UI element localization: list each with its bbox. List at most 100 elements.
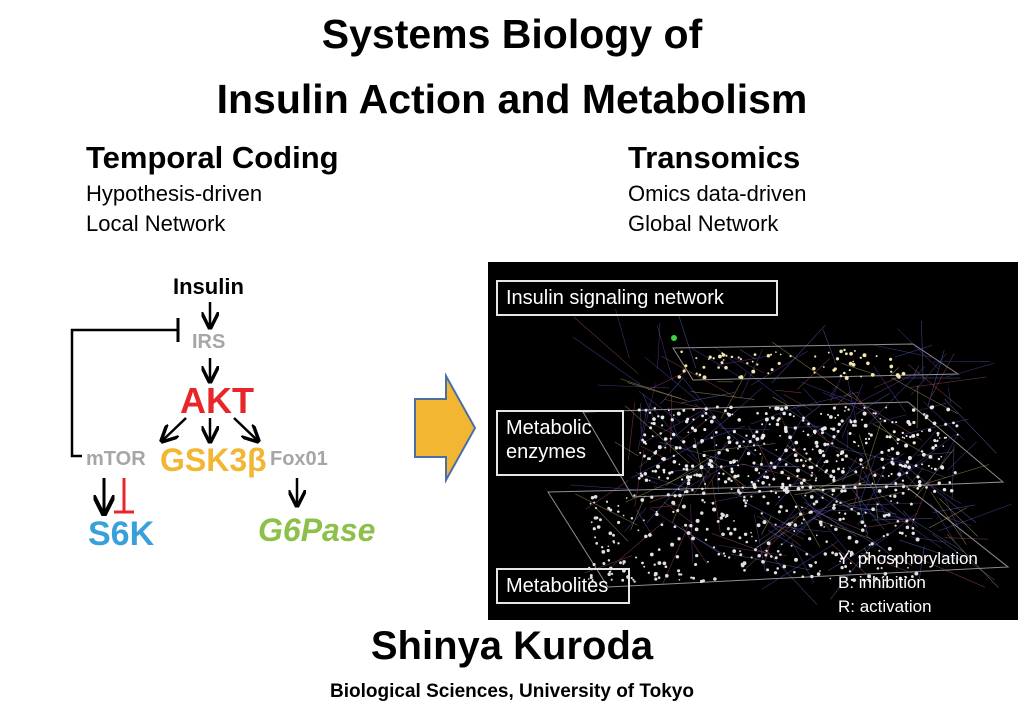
network-link [620,378,682,400]
network-node [859,356,863,360]
network-node [844,512,847,515]
layer-label-enzymes-line-2: enzymes [506,441,587,463]
network-link [607,520,665,571]
network-node [765,549,768,553]
network-node [785,509,789,513]
network-node [934,444,938,448]
network-node [737,447,739,450]
network-node [804,460,807,462]
network-node [905,525,910,530]
network-node [912,441,916,445]
network-node [793,570,796,574]
network-node [779,353,782,356]
network-node [891,421,894,424]
network-link [680,392,735,404]
network-node [753,353,757,356]
network-link [847,466,907,517]
network-node [908,422,912,426]
network-node [948,481,952,484]
network-node [695,357,698,360]
network-node [801,522,803,524]
network-link [614,441,639,457]
network-node [717,366,720,369]
network-link [841,502,922,506]
network-node [622,562,625,565]
network-node [735,441,739,445]
network-node [863,423,868,428]
network-node [944,422,948,426]
network-node [915,537,920,542]
network-node [808,511,812,514]
network-link [903,418,969,435]
network-node [713,577,717,581]
network-link [635,472,686,489]
network-node [630,517,634,520]
network-link [660,355,737,398]
network-node [590,521,593,524]
network-node [784,429,788,434]
network-links [570,309,1012,605]
network-link [797,357,831,390]
network-node [885,435,889,439]
network-link [800,494,849,554]
node-irs: IRS [192,331,226,353]
network-node [880,450,884,455]
network-node [818,520,823,525]
network-node [722,472,725,476]
network-node [893,494,897,498]
network-node [762,520,767,525]
network-node [808,465,812,469]
network-node [656,464,660,469]
network-node [940,455,943,458]
network-node [781,482,785,486]
network-node [849,551,854,556]
network-node [644,478,649,482]
network-node [778,496,780,498]
network-node [743,495,746,499]
network-link [938,503,1012,532]
network-node [703,427,707,432]
network-link [847,483,885,530]
network-node [742,440,745,443]
network-node [670,542,675,547]
network-node [832,476,836,479]
network-node [729,460,733,465]
network-link [912,365,920,377]
network-node [865,557,869,561]
network-link [930,353,955,398]
network-node [876,503,879,506]
network-node [746,451,751,456]
network-node [923,413,926,416]
network-node [766,541,771,546]
network-node [717,451,721,455]
network-node [896,519,900,523]
network-node [907,465,911,470]
network-node [871,507,875,512]
edge-akt-fox01 [233,417,257,440]
network-node [689,524,693,528]
left-column-heading: Temporal Coding [86,140,339,175]
network-node [802,430,805,433]
network-link [927,482,962,504]
network-node [652,421,656,426]
network-node [771,416,775,420]
network-node [686,481,691,486]
network-link [910,376,987,388]
network-node [956,433,959,436]
network-link [912,464,990,488]
network-node [916,475,920,479]
network-node [706,560,709,563]
network-node [870,542,874,546]
network-node [779,553,782,556]
network-link [771,325,826,384]
network-node [835,460,838,463]
network-link [910,353,947,396]
network-node [896,438,900,441]
network-link [748,425,776,477]
network-link [637,407,648,452]
network-node [888,435,892,439]
network-link [761,516,772,535]
network-node [612,540,615,543]
network-node [953,471,957,475]
network-node [779,434,782,437]
